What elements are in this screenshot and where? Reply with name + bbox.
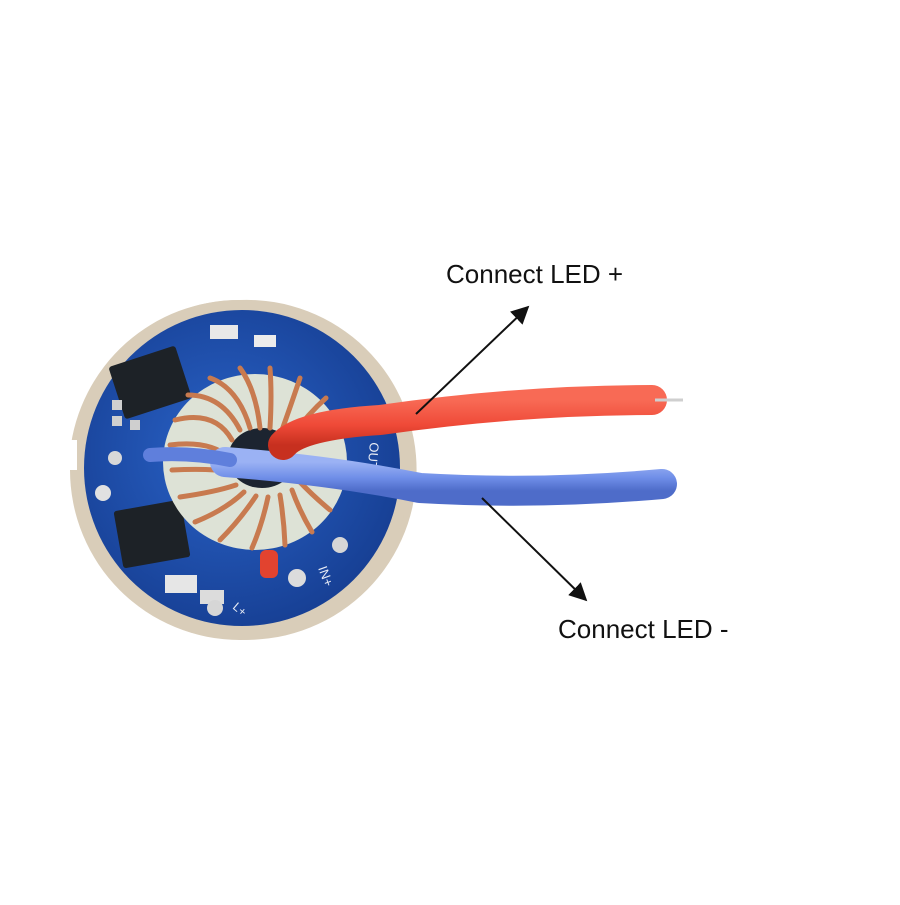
solder-pad-1 [95,485,111,501]
label-connect-led-minus: Connect LED - [558,614,729,644]
label-connect-led-plus: Connect LED + [446,259,624,289]
red-wire [268,385,667,460]
blue-wire [210,447,677,506]
pcb-notch [55,440,77,470]
solder-pad-4 [332,537,348,553]
copper-windings [167,365,333,551]
smd-part-2 [254,335,276,347]
arrow-led-minus [481,497,588,602]
solder-pad-2 [108,451,122,465]
arrow-led-plus [415,305,530,415]
red-stub-wire [260,550,278,578]
ic-chip-top [109,346,192,419]
ic-chip-bottom [113,500,191,568]
smd-part-3 [165,575,197,593]
smd-part-4 [200,590,224,604]
blue-wire-tail [143,447,237,467]
smd-pad-a [112,400,122,410]
smd-part-1 [210,325,238,339]
smd-pad-c [130,420,140,430]
solder-pad-3 [288,569,306,587]
marking-in-plus: IN+ [315,564,336,588]
smd-pad-b [112,416,122,426]
solder-pad-5 [207,600,223,616]
